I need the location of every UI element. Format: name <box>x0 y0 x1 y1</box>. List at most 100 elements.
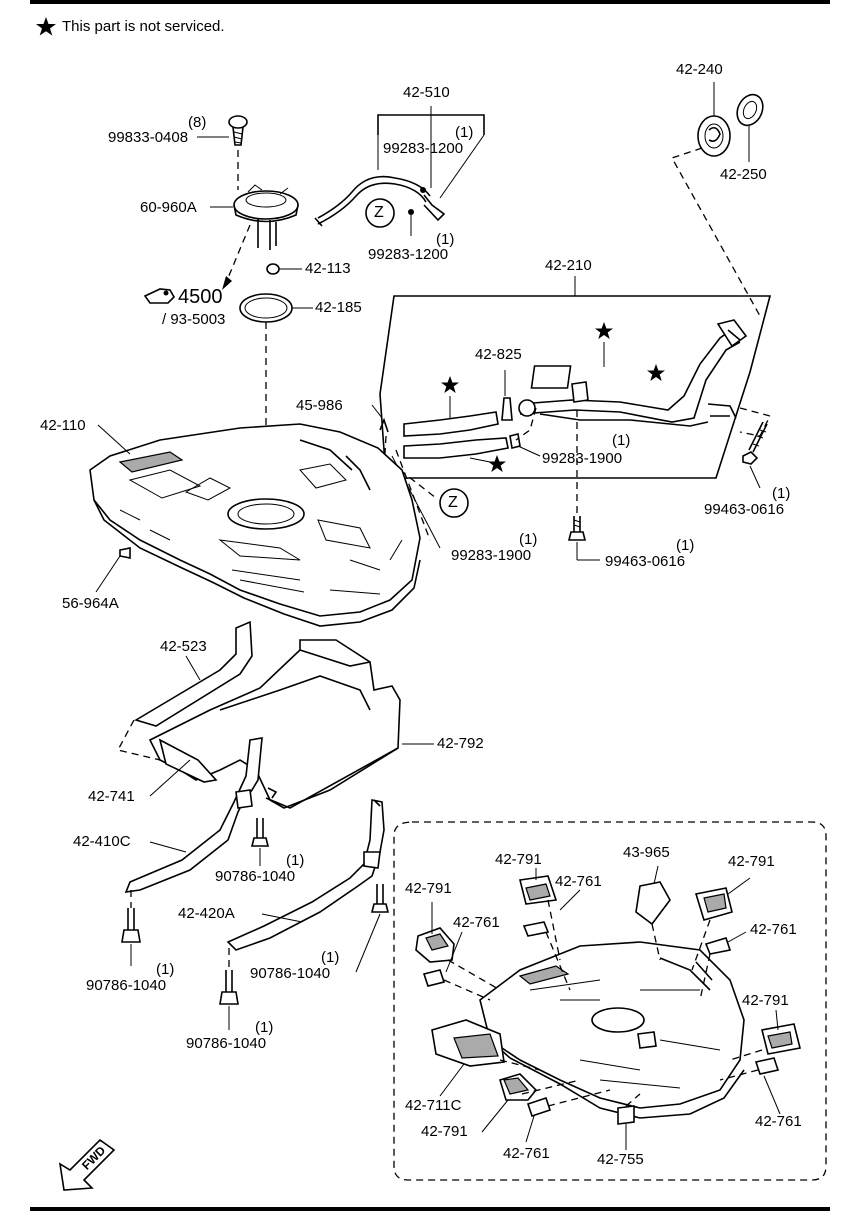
part-42113-icon <box>266 263 280 275</box>
label-qty-8: (8) <box>188 114 207 131</box>
label-qty-1a: (1) <box>455 124 474 141</box>
note-text: This part is not serviced. <box>62 18 225 35</box>
bolt-90786b-icon <box>370 884 390 913</box>
label-56-964a: 56-964A <box>62 595 119 612</box>
label-60-960a: 60-960A <box>140 199 197 216</box>
label-42-761-e: 42-761 <box>755 1113 802 1130</box>
callout-z-tank-label: Z <box>448 494 458 511</box>
label-qty-1d: (1) <box>772 485 791 502</box>
part-45986-icon <box>379 417 389 433</box>
callout-z-top <box>365 198 395 228</box>
label-42-755: 42-755 <box>597 1151 644 1168</box>
bolt-90786a-icon <box>250 818 270 847</box>
label-42-791-a: 42-791 <box>495 851 542 868</box>
bottom-border <box>30 1207 830 1211</box>
ref-4500-icon <box>143 288 175 304</box>
label-90786-1040-a: 90786-1040 <box>215 868 296 885</box>
label-42-113: 42-113 <box>305 260 351 277</box>
pad-42761c-icon <box>704 937 732 955</box>
label-sheet-icon <box>530 365 572 389</box>
bolt-90786c-icon <box>121 908 141 943</box>
pad-42755-icon <box>617 1105 635 1125</box>
pad-42761a-icon <box>522 921 550 937</box>
star-icon-2 <box>647 364 665 381</box>
label-42-420a: 42-420A <box>178 905 235 922</box>
label-42-791-d: 42-791 <box>742 992 789 1009</box>
strap-42420a-icon <box>226 799 385 951</box>
label-42-761-b: 42-761 <box>453 914 500 931</box>
label-qty-1c: (1) <box>612 432 631 449</box>
note-star-icon <box>36 17 56 36</box>
label-90786-1040-c: 90786-1040 <box>86 977 167 994</box>
bolt-99463b-icon <box>567 516 587 541</box>
bracket-42523-icon <box>134 620 253 727</box>
heat-shield-42792-icon <box>148 639 401 809</box>
pad-42761d-icon <box>526 1096 552 1118</box>
label-42-523: 42-523 <box>160 638 207 655</box>
star-icon-1 <box>595 322 613 339</box>
label-99283-1900-b: 99283-1900 <box>451 547 532 564</box>
label-90786-1040-d: 90786-1040 <box>186 1035 267 1052</box>
label-qty-1g: (1) <box>286 852 305 869</box>
bolt-90786d-icon <box>219 970 239 1005</box>
valve-42825-icon <box>501 397 513 421</box>
label-42-510: 42-510 <box>403 84 450 101</box>
top-border <box>30 0 830 4</box>
label-42-791-c: 42-791 <box>405 880 452 897</box>
hose-lower-icon <box>403 437 509 459</box>
label-42-410c: 42-410C <box>73 833 131 850</box>
label-45-986: 45-986 <box>296 397 343 414</box>
label-qty-1f: (1) <box>676 537 695 554</box>
label-43-965: 43-965 <box>623 844 670 861</box>
bolt-99463a-icon <box>742 421 768 465</box>
label-42-792: 42-792 <box>437 735 484 752</box>
label-42-761-c: 42-761 <box>750 921 797 938</box>
label-42-240: 42-240 <box>676 61 723 78</box>
inset-box <box>393 821 827 1181</box>
label-4500: 4500 <box>178 286 223 308</box>
leader-42110 <box>97 424 131 455</box>
label-99283-1200-a: 99283-1200 <box>383 140 464 157</box>
label-42-210: 42-210 <box>545 257 592 274</box>
insulator-43965-icon <box>635 881 671 926</box>
fuel-pump-icon <box>233 184 299 250</box>
label-90786-1040-b: 90786-1040 <box>250 965 331 982</box>
label-qty-1h: (1) <box>321 949 340 966</box>
label-99283-1200-b: 99283-1200 <box>368 246 449 263</box>
label-qty-1j: (1) <box>255 1019 274 1036</box>
label-42-185: 42-185 <box>315 299 362 316</box>
fwd-arrow-icon <box>58 1138 116 1191</box>
arrow-pump-icon <box>222 276 232 290</box>
part-42741-icon <box>158 738 218 783</box>
callout-z-tank <box>439 488 469 518</box>
label-99833-0408: 99833-0408 <box>108 129 189 146</box>
callout-z-top-label: Z <box>374 204 384 221</box>
label-93-5003: / 93-5003 <box>162 311 226 328</box>
label-99463-0616-a: 99463-0616 <box>704 501 785 518</box>
label-42-711c: 42-711C <box>405 1097 462 1114</box>
label-99463-0616-b: 99463-0616 <box>605 553 686 570</box>
cap-42240-icon <box>697 115 731 157</box>
label-qty-1b: (1) <box>436 231 455 248</box>
label-qty-1e: (1) <box>519 531 538 548</box>
hose-42510 <box>317 175 431 219</box>
pad-42761b-icon <box>422 969 446 987</box>
strap-42410c-icon <box>124 737 263 893</box>
label-42-110: 42-110 <box>40 417 86 434</box>
label-42-250: 42-250 <box>720 166 767 183</box>
label-42-791-b: 42-791 <box>728 853 775 870</box>
hose-upper-icon <box>403 411 499 437</box>
clip-56964a-icon <box>119 547 131 559</box>
label-42-761-d: 42-761 <box>503 1145 550 1162</box>
screw-99833-icon <box>228 115 248 146</box>
label-42-791-e: 42-791 <box>421 1123 468 1140</box>
dash-pump <box>227 224 251 279</box>
star-icon-3 <box>441 376 459 393</box>
label-qty-1i: (1) <box>156 961 175 978</box>
star-icon-4 <box>488 455 506 472</box>
label-42-761-a: 42-761 <box>555 873 602 890</box>
label-42-825: 42-825 <box>475 346 522 363</box>
pad-42761e-icon <box>754 1057 780 1075</box>
